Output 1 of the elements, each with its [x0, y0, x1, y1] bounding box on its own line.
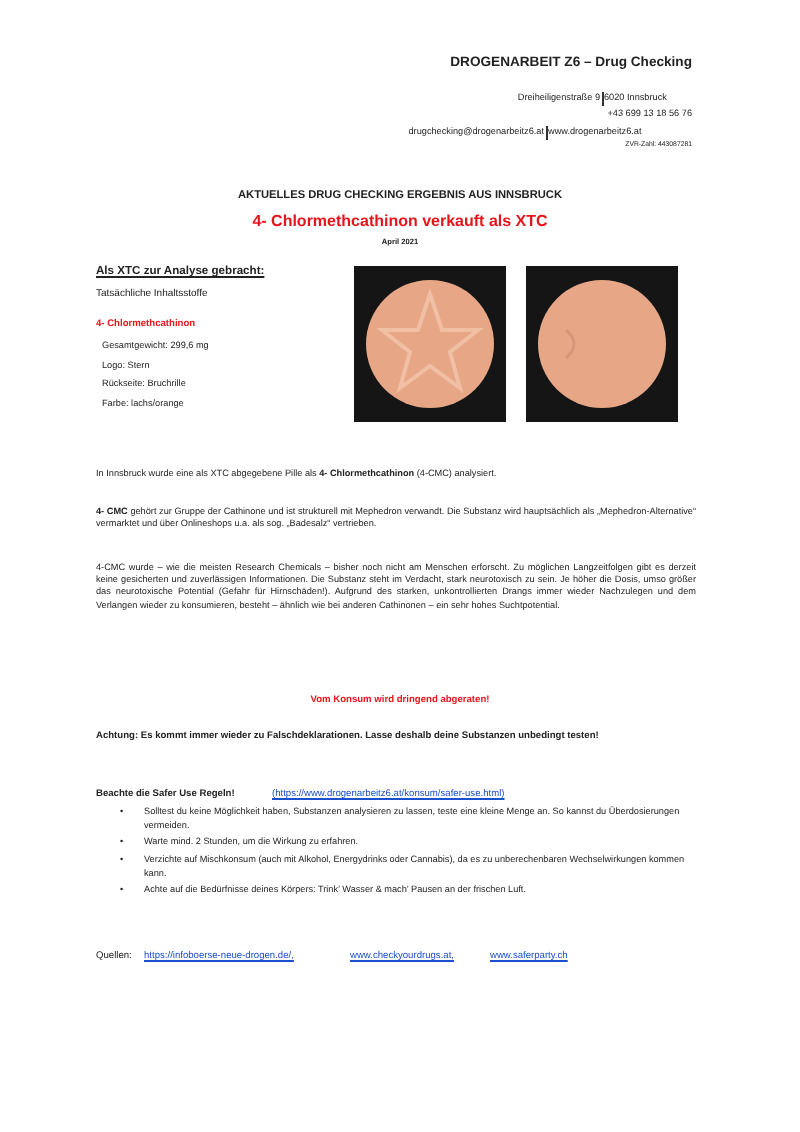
subtitle: 4- Chlormethcathinon verkauft als XTC	[250, 212, 550, 234]
